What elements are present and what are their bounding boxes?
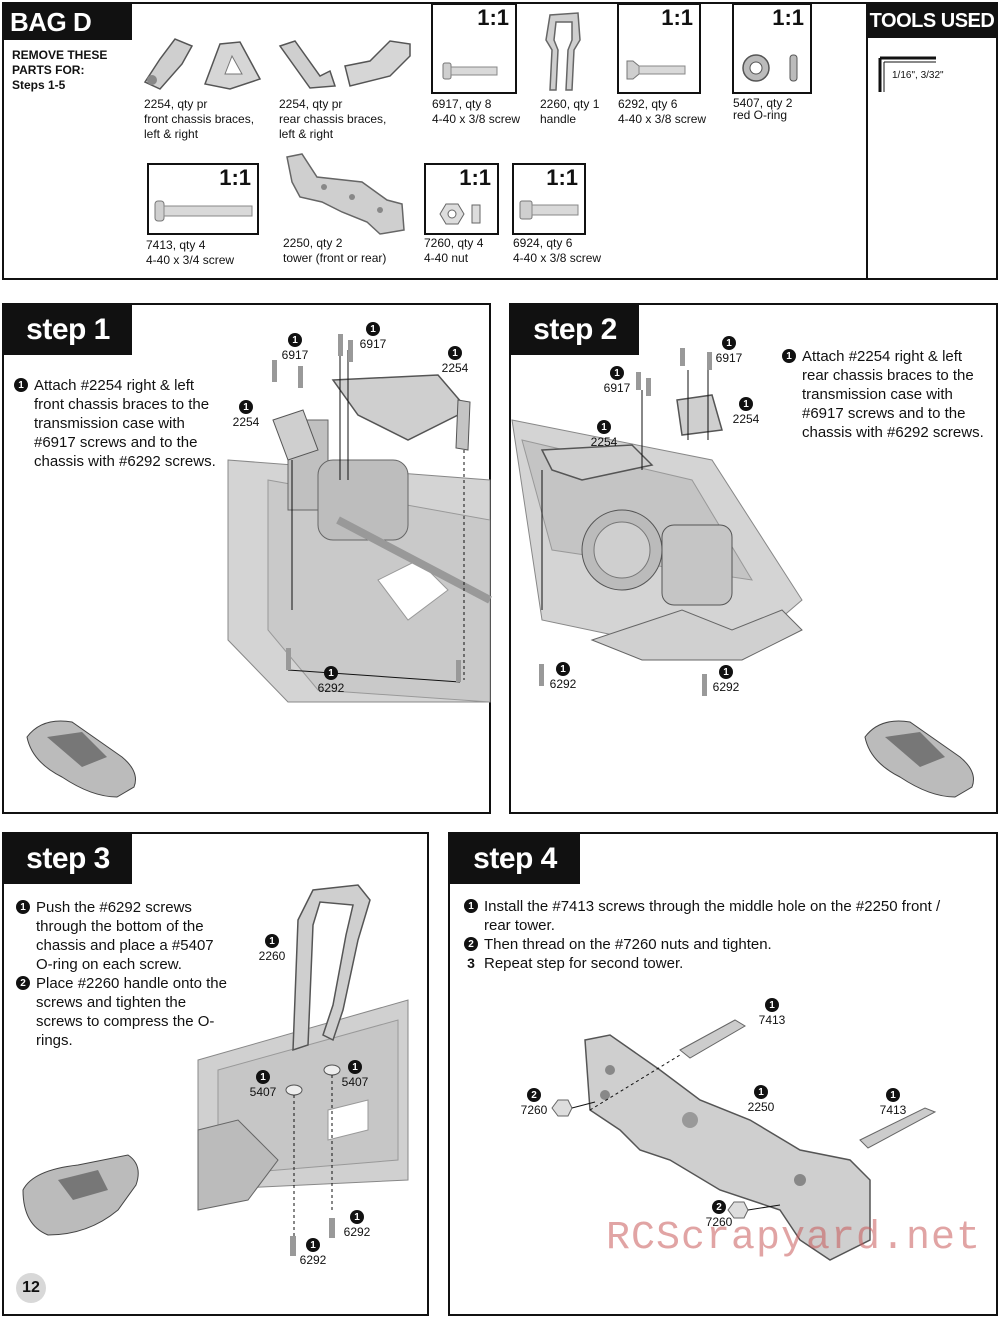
rear-chassis-brace-icon xyxy=(278,40,411,89)
screw-6917-icon xyxy=(442,62,498,80)
tower-2250-icon xyxy=(286,153,405,235)
remove-note: REMOVE THESE PARTS FOR: Steps 1-5 xyxy=(12,48,108,92)
o-ring-icon xyxy=(742,54,798,82)
part-5407-scale-box: 1:1 xyxy=(732,3,812,94)
step4-tower-illustration xyxy=(551,1019,937,1261)
step2-chassis-illustration xyxy=(511,348,803,696)
screw-7413-icon xyxy=(154,200,253,222)
step1-item-1: 1 Attach #2254 right & left front chassi… xyxy=(12,376,222,471)
nut-7260-icon xyxy=(439,203,481,225)
tools-value: 1/16", 3/32" xyxy=(892,70,944,81)
step3-title: step 3 xyxy=(4,834,132,884)
step4-item-2: 2 Then thread on the #7260 nuts and tigh… xyxy=(462,935,952,954)
step1-title: step 1 xyxy=(4,305,132,355)
tools-title: TOOLS USED xyxy=(868,4,996,38)
part-7413-scale-box: 1:1 xyxy=(147,163,259,235)
step2-car-thumbnail xyxy=(864,720,974,798)
step4-item-1: 1 Install the #7413 screws through the m… xyxy=(462,897,952,935)
part-6924-scale-box: 1:1 xyxy=(512,163,586,235)
step2-item-1: 1 Attach #2254 right & left rear chassis… xyxy=(780,347,985,442)
step4-instructions: 1 Install the #7413 screws through the m… xyxy=(462,897,952,973)
step3-item-2: 2 Place #2260 handle onto the screws and… xyxy=(14,974,229,1050)
step4-item-3: 3 Repeat step for second tower. xyxy=(467,954,684,973)
step3-item-1: 1 Push the #6292 screws through the bott… xyxy=(14,898,229,974)
step2-instructions: 1 Attach #2254 right & left rear chassis… xyxy=(780,347,985,442)
page-number: 12 xyxy=(16,1273,46,1303)
step1-car-thumbnail xyxy=(26,720,136,798)
step1-instructions: 1 Attach #2254 right & left front chassi… xyxy=(12,376,222,471)
step3-car-thumbnail xyxy=(22,1154,139,1236)
part-7260-scale-box: 1:1 xyxy=(424,163,499,235)
part-6292-scale-box: 1:1 xyxy=(617,3,701,94)
part-6917-scale-box: 1:1 xyxy=(431,3,517,94)
step3-instructions: 1 Push the #6292 screws through the bott… xyxy=(14,898,229,1050)
step2-title: step 2 xyxy=(511,305,639,355)
screw-6924-icon xyxy=(519,200,579,220)
front-chassis-brace-icon xyxy=(143,38,262,90)
hex-key-icon xyxy=(878,56,936,92)
bag-title: BAG D xyxy=(4,4,132,40)
step4-panel xyxy=(448,832,998,1316)
screw-6292-icon xyxy=(626,60,686,80)
step4-title: step 4 xyxy=(450,834,580,884)
handle-2260-icon xyxy=(545,12,581,91)
tools-panel xyxy=(866,2,998,280)
watermark: RCScrapyard.net xyxy=(606,1216,982,1261)
step3-chassis-illustration xyxy=(197,884,409,1256)
step1-chassis-illustration xyxy=(227,334,492,703)
